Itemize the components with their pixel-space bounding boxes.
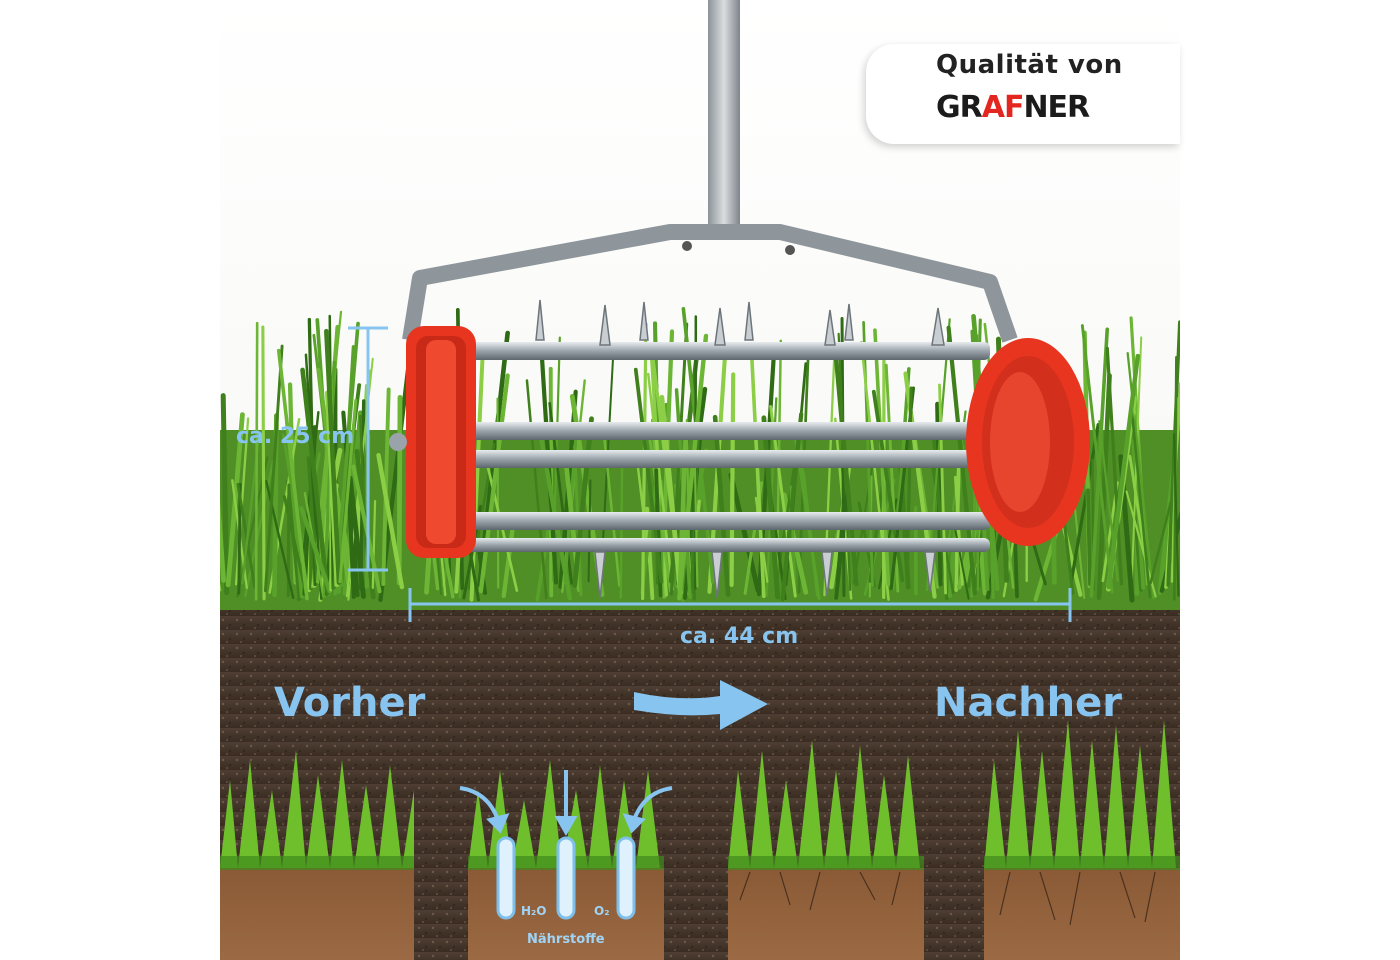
grass-blade xyxy=(871,389,905,583)
oxygen-label: O₂ xyxy=(594,904,610,918)
before-label: Vorher xyxy=(274,680,426,726)
water-label: H₂O xyxy=(521,904,547,918)
grass-blade xyxy=(371,499,377,590)
grass-blade xyxy=(254,321,259,601)
height-label: ca. 25 cm xyxy=(236,424,355,449)
aeration-holes xyxy=(496,836,636,920)
brand-logo-part: NER xyxy=(1023,90,1090,125)
spike-drum xyxy=(389,299,1090,599)
grass-blade xyxy=(938,383,948,595)
grass-blade xyxy=(863,478,896,596)
grass-blade xyxy=(300,367,330,596)
grass-blade xyxy=(396,394,403,586)
arrow-right-icon xyxy=(634,680,768,730)
grass-blade xyxy=(1086,488,1092,586)
grass-blade xyxy=(1089,327,1110,598)
grass-blade xyxy=(796,424,820,597)
frame xyxy=(402,224,1018,343)
grass-blade xyxy=(683,422,704,600)
grass-blade xyxy=(953,475,964,586)
grass-blade xyxy=(496,397,500,589)
grass-blade xyxy=(1098,420,1119,582)
grass-blade xyxy=(346,491,356,599)
right-wheel xyxy=(966,338,1090,546)
grass-blade xyxy=(1126,352,1155,600)
width-label: ca. 44 cm xyxy=(680,624,799,649)
height-dimension-line xyxy=(348,326,388,572)
grass-blade xyxy=(860,341,890,601)
grass-blade xyxy=(1129,401,1152,599)
grass-blade xyxy=(244,460,275,597)
handle-pole xyxy=(708,0,740,236)
grass-blade xyxy=(236,482,257,589)
nutrients-label: Nährstoffe xyxy=(527,932,605,947)
grass-blade xyxy=(633,367,664,584)
grass-blade xyxy=(884,363,900,593)
grass-blade xyxy=(261,325,266,601)
after-label: Nachher xyxy=(934,680,1122,726)
grass-blade xyxy=(749,346,766,599)
grass-blade xyxy=(1106,353,1141,590)
grass-blade xyxy=(1149,501,1172,585)
grass-blade xyxy=(601,421,621,587)
grass-blade xyxy=(299,506,332,594)
grass-blade xyxy=(729,372,736,587)
grass-blade xyxy=(587,479,592,583)
left-wheel xyxy=(406,326,476,558)
brand-logo: GRAFNER xyxy=(936,90,1090,125)
grass-blade xyxy=(376,453,405,590)
width-dimension-line xyxy=(408,588,1072,622)
grass-blade xyxy=(276,348,309,601)
grass-blade xyxy=(1173,433,1180,597)
grass-blade xyxy=(220,499,226,583)
grass-blade xyxy=(338,398,358,584)
product-image xyxy=(220,0,1180,960)
aerator-illustration xyxy=(220,0,1180,960)
grass-blade xyxy=(347,475,366,599)
soil-samples xyxy=(220,720,1180,960)
grass-blade xyxy=(1105,346,1124,586)
grass-blade xyxy=(646,372,674,591)
quality-badge xyxy=(866,44,1180,144)
grass-blade xyxy=(265,480,295,600)
grass-blade xyxy=(286,483,291,598)
grass-blade xyxy=(1096,373,1112,601)
grass-blade xyxy=(220,393,230,596)
grass-blade xyxy=(324,328,342,585)
grass-blade xyxy=(525,379,548,600)
badge-title: Qualität von xyxy=(936,50,1123,80)
grass-blade xyxy=(1080,324,1114,594)
grass-blade xyxy=(478,373,510,594)
brand-logo-accent: AF xyxy=(981,90,1025,125)
grass-blade xyxy=(905,386,913,585)
inflow-arrow-icon xyxy=(459,770,673,837)
grass-blade xyxy=(1125,490,1157,598)
grass-blade xyxy=(306,456,319,585)
brand-logo-part: GR xyxy=(936,90,983,125)
